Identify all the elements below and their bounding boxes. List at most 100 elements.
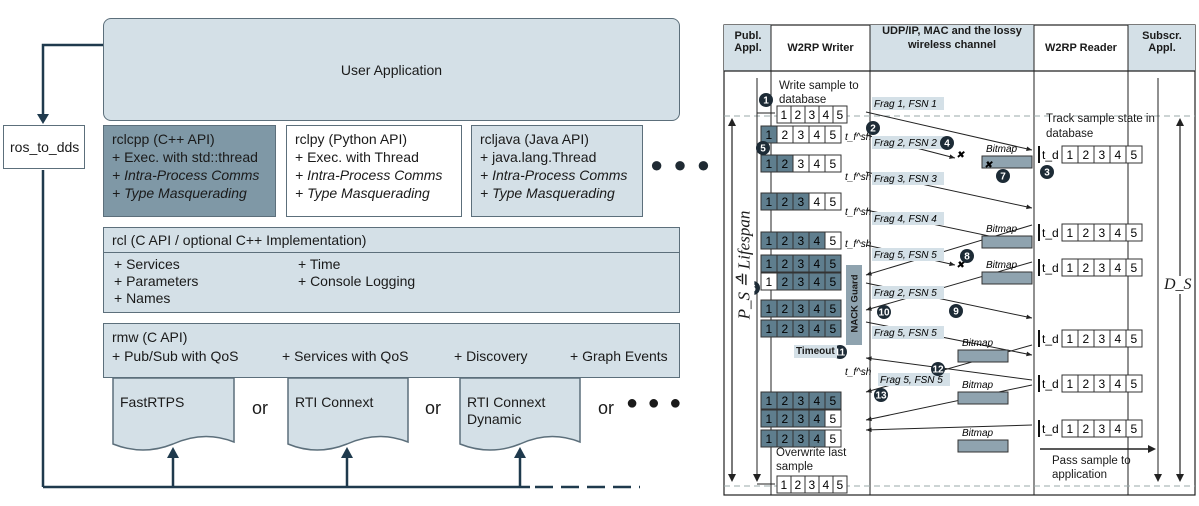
reader-sample-row-num: 1 — [1067, 148, 1074, 162]
td-marker — [1038, 259, 1040, 276]
rmw-title: rmw (C API) — [112, 329, 188, 345]
writer-sample-row-num: 5 — [830, 322, 837, 336]
reader-sample-row-num: 4 — [1115, 148, 1122, 162]
connext-doc-shape — [287, 377, 409, 451]
nack-guard-label: NACK Guard — [849, 274, 861, 333]
reader-sample-row-num: 4 — [1115, 226, 1122, 240]
bitmap-label: Bitmap — [986, 144, 1018, 155]
writer-sample-row-num: 3 — [798, 322, 805, 336]
lifespan-label: P_S ≙ Lifespan — [734, 210, 755, 320]
writer-sample-final-num: 4 — [823, 478, 830, 492]
pass-sample-label: Pass sample to application — [1052, 455, 1131, 481]
rmw-pubsub: + Pub/Sub with QoS — [112, 348, 239, 364]
rcl-console-logging: + Console Logging — [298, 273, 416, 289]
bitmap-label: Bitmap — [962, 428, 994, 439]
writer-sample-row-num: 1 — [766, 257, 773, 271]
step-marker — [1040, 165, 1054, 179]
loss-x-icon: ✖ — [956, 260, 965, 271]
frag1-arrow-head — [1026, 146, 1032, 152]
rclcpp-line2: + Intra-Process Comms — [112, 167, 260, 183]
reader-sample-row-num: 4 — [1115, 422, 1122, 436]
reader-sample-row-num: 3 — [1099, 148, 1106, 162]
td-label: t_d — [1042, 148, 1059, 162]
loss-x-icon: ✖ — [984, 160, 993, 171]
writer-sample-row-num: 2 — [782, 412, 789, 426]
reader-sample-row-cell — [1125, 145, 1143, 164]
step-marker-number: 10 — [879, 308, 891, 319]
frag5-arrow-head — [949, 261, 955, 267]
td-marker — [1038, 375, 1040, 392]
reader-sample-row-num: 4 — [1115, 332, 1122, 346]
frag-label-bg — [872, 97, 944, 110]
frag-label: Frag 2, FSN 2 — [874, 138, 937, 149]
reader-sample-row-num: 5 — [1131, 377, 1138, 391]
writer-sample-row-cell — [824, 154, 842, 173]
writer-sample-row-num: 4 — [814, 234, 821, 248]
bitmap-box — [957, 349, 1009, 363]
bitmap-label: Bitmap — [962, 380, 994, 391]
writer-sample-row-num: 5 — [830, 157, 837, 171]
rmw-graph-events: + Graph Events — [570, 348, 668, 364]
reader-sample-row-num: 5 — [1131, 261, 1138, 275]
writer-sample-final-num: 2 — [795, 478, 802, 492]
reader-sample-row-cell — [1125, 258, 1143, 277]
writer-sample-row-num: 1 — [766, 302, 773, 316]
writer-sample-initial-cell — [832, 105, 848, 124]
fastrtps-doc-shape — [112, 377, 235, 451]
rcljava-title: rcljava (Java API) — [480, 131, 589, 147]
writer-sample-row-num: 3 — [798, 128, 805, 142]
frag-label: Frag 3, FSN 3 — [874, 174, 937, 185]
reader-sample-row-num: 3 — [1099, 226, 1106, 240]
writer-sample-row-num: 1 — [766, 157, 773, 171]
frag5c-arrow — [865, 384, 1033, 421]
nack3-arrow-head — [866, 388, 872, 393]
write-sample-label: Write sample to database — [779, 80, 859, 106]
td-label: t_d — [1042, 377, 1059, 391]
writer-sample-row-num: 2 — [782, 275, 789, 289]
writer-sample-final-num: 1 — [781, 478, 788, 492]
rmw-discovery: + Discovery — [454, 348, 528, 364]
writer-sample-row-cell — [824, 231, 842, 250]
or-label-1: or — [252, 398, 269, 418]
nack4-arrow — [865, 357, 1033, 381]
writer-sample-row-num: 5 — [830, 394, 837, 408]
rclcpp-title: rclcpp (C++ API) — [112, 131, 215, 147]
nack1-arrow — [865, 224, 1033, 276]
fastrtps-label: FastRTPS — [120, 394, 185, 410]
frag1-arrow — [865, 111, 1033, 151]
writer-sample-row-num: 5 — [830, 302, 837, 316]
connext-dynamic-label: RTI Connext Dynamic — [467, 394, 546, 427]
frag-label: Frag 5, FSN 5 — [880, 375, 943, 386]
writer-sample-row-num: 5 — [830, 234, 837, 248]
step-marker-number: 7 — [1000, 172, 1006, 183]
writer-sample-row-cell — [824, 192, 842, 211]
writer-sample-initial-num: 4 — [823, 108, 830, 122]
reader-sample-row-num: 3 — [1099, 261, 1106, 275]
bitmap-box — [957, 439, 1009, 453]
reader-sample-row-num: 2 — [1083, 148, 1090, 162]
timeout-label: Timeout — [794, 345, 837, 358]
connext-label: RTI Connext — [295, 394, 374, 410]
frag-label-bg — [872, 248, 944, 261]
writer-sample-initial-num: 3 — [809, 108, 816, 122]
tf-label: t_f^sh — [845, 132, 872, 143]
writer-sample-row-num: 3 — [798, 412, 805, 426]
writer-sample-row-num: 1 — [766, 412, 773, 426]
td-label: t_d — [1042, 226, 1059, 240]
bitmap-label: Bitmap — [962, 338, 994, 349]
writer-sample-row-num: 4 — [814, 322, 821, 336]
writer-sample-row-cell — [824, 391, 842, 410]
writer-sample-initial-num: 5 — [837, 108, 844, 122]
reader-sample-row-num: 1 — [1067, 261, 1074, 275]
tf-label: t_f^sh — [845, 367, 872, 378]
frag-label-bg — [878, 373, 950, 386]
writer-sample-row-num: 4 — [814, 257, 821, 271]
rcl-names: + Names — [114, 290, 171, 306]
writer-sample-row-num: 1 — [766, 322, 773, 336]
reader-sample-row-cell — [1125, 223, 1143, 242]
writer-sample-row-num: 4 — [814, 412, 821, 426]
writer-sample-row-cell — [824, 319, 842, 338]
reader-sample-row-num: 1 — [1067, 377, 1074, 391]
frag3-arrow-head — [1026, 204, 1032, 210]
reader-sample-row-num: 3 — [1099, 332, 1106, 346]
